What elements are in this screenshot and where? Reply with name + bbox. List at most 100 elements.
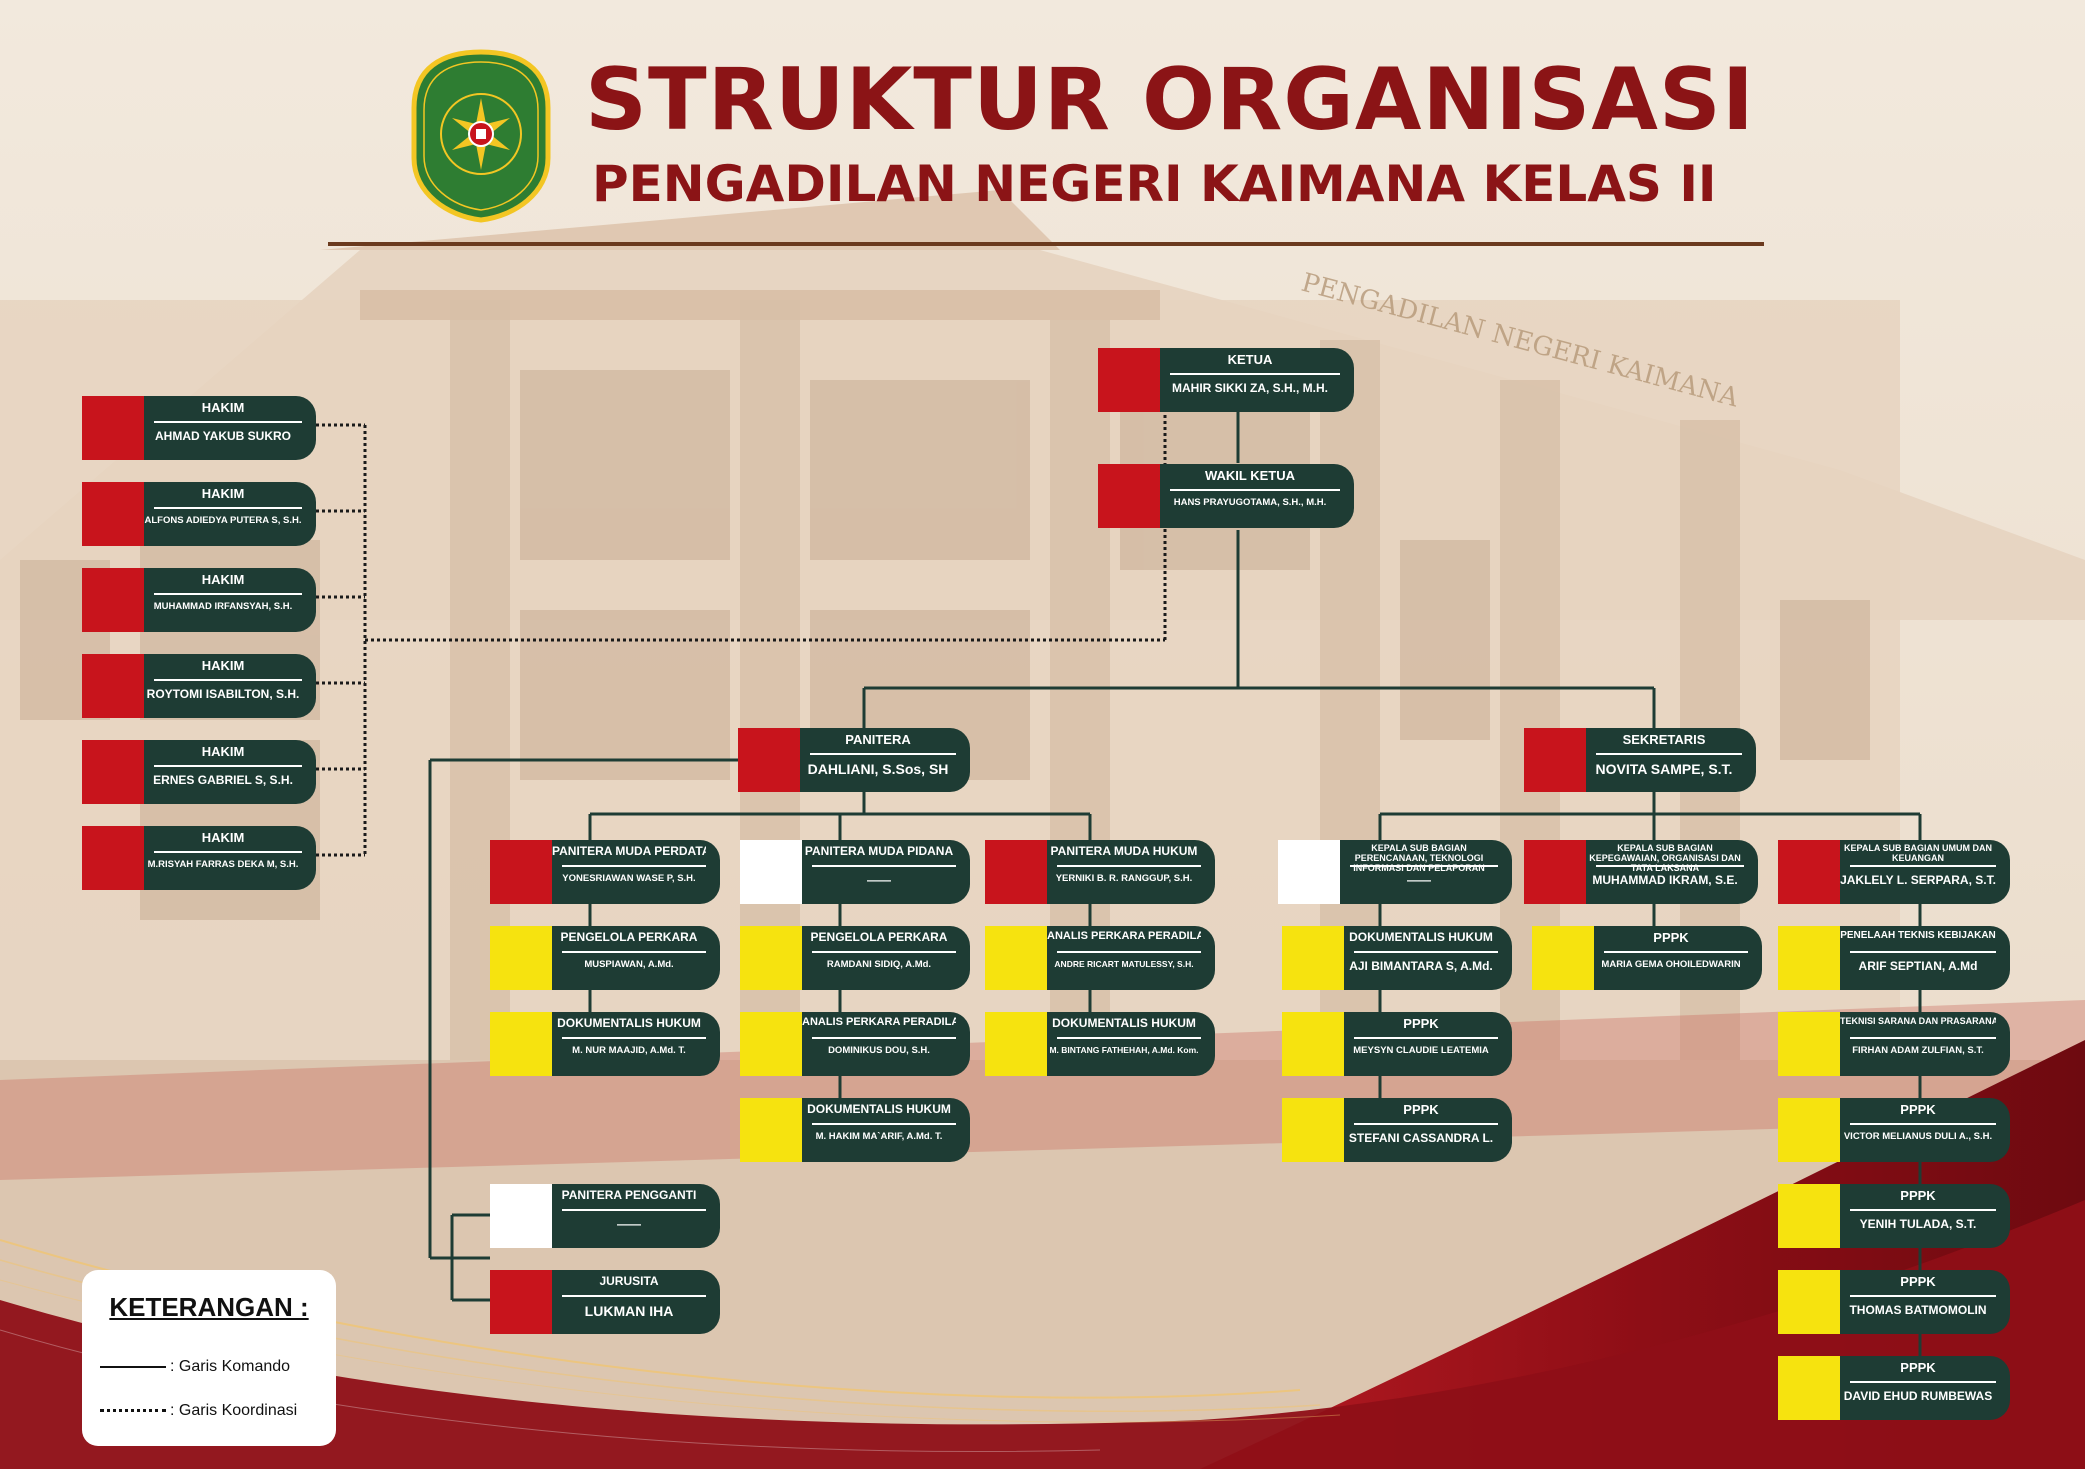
person-photo — [1778, 1270, 1842, 1334]
card-role: DOKUMENTALIS HUKUM — [807, 1102, 951, 1116]
hakim-photo — [82, 482, 146, 546]
card-panitera-muda-hukum: PANITERA MUDA HUKUM YERNIKI B. R. RANGGU… — [985, 840, 1215, 904]
card-wakil-ketua: WAKIL KETUA HANS PRAYUGOTAMA, S.H., M.H. — [1098, 464, 1354, 528]
card-role: PENGELOLA PERKARA — [560, 930, 698, 944]
card-role: PPPK — [1900, 1188, 1936, 1203]
card-name: DAVID EHUD RUMBEWAS — [1843, 1389, 1993, 1403]
wakil-ketua-photo — [1098, 464, 1162, 528]
card-name: MUHAMMAD IRFANSYAH, S.H. — [153, 601, 293, 612]
card-pppk-david: PPPK DAVID EHUD RUMBEWAS — [1778, 1356, 2010, 1420]
card-name: DAHLIANI, S.Sos, SH — [807, 761, 949, 777]
card-name: —— — [867, 873, 891, 887]
card-name: M. HAKIM MA`ARIF, A.Md. T. — [815, 1131, 943, 1142]
card-role: PPPK — [1403, 1102, 1439, 1117]
card-name: M. NUR MAAJID, A.Md. T. — [572, 1045, 686, 1056]
card-name: MUSPIAWAN, A.Md. — [584, 959, 674, 970]
card-name: FIRHAN ADAM ZULFIAN, S.T. — [1852, 1045, 1984, 1056]
card-name: MAHIR SIKKI ZA, S.H., M.H. — [1172, 381, 1328, 395]
card-dokumentalis-hukum: DOKUMENTALIS HUKUM M. BINTANG FATHEHAH, … — [985, 1012, 1215, 1076]
card-role: PPPK — [1900, 1102, 1936, 1117]
card-role: HAKIM — [201, 744, 245, 759]
card-penelaah-teknis: PENELAAH TEKNIS KEBIJAKAN ARIF SEPTIAN, … — [1778, 926, 2010, 990]
card-name: ANDRE RICART MATULESSY, S.H. — [1054, 959, 1194, 969]
person-photo — [985, 926, 1049, 990]
card-role: HAKIM — [201, 830, 245, 845]
card-name: ERNES GABRIEL S, S.H. — [153, 773, 293, 787]
card-pppk-maria: PPPK MARIA GEMA OHOILEDWARIN — [1532, 926, 1762, 990]
card-role: TEKNISI SARANA DAN PRASARANA — [1840, 1016, 1996, 1026]
person-photo — [740, 1012, 804, 1076]
legend-title: KETERANGAN : — [109, 1292, 309, 1322]
card-role: HAKIM — [201, 400, 245, 415]
card-name: YERNIKI B. R. RANGGUP, S.H. — [1055, 873, 1193, 884]
card-name: M. BINTANG FATHEHAH, A.Md. Kom. — [1049, 1045, 1199, 1055]
card-name: LUKMAN IHA — [584, 1303, 674, 1319]
card-role: JURUSITA — [599, 1274, 659, 1288]
card-pppk-thomas: PPPK THOMAS BATMOMOLIN — [1778, 1270, 2010, 1334]
person-photo — [985, 1012, 1049, 1076]
card-name: ALFONS ADIEDYA PUTERA S, S.H. — [144, 515, 302, 526]
card-name: MUHAMMAD IKRAM, S.E. — [1592, 873, 1738, 887]
card-jurusita: JURUSITA LUKMAN IHA — [490, 1270, 720, 1334]
card-name: THOMAS BATMOMOLIN — [1849, 1303, 1987, 1317]
person-photo — [1778, 1184, 1842, 1248]
card-name: YONESRIAWAN WASE P, S.H. — [562, 873, 696, 884]
legend-solid-label: : Garis Komando — [170, 1358, 291, 1375]
card-role: DOKUMENTALIS HUKUM — [1052, 1016, 1196, 1030]
card-hakim-3: HAKIM MUHAMMAD IRFANSYAH, S.H. — [82, 568, 316, 632]
person-photo — [1778, 926, 1842, 990]
card-hakim-6: HAKIM M.RISYAH FARRAS DEKA M, S.H. — [82, 826, 316, 890]
card-role: KETUA — [1227, 352, 1273, 367]
card-role: PANITERA MUDA PIDANA — [804, 844, 954, 858]
hakim-photo — [82, 396, 146, 460]
court-logo — [411, 49, 551, 223]
card-name: ROYTOMI ISABILTON, S.H. — [146, 687, 300, 701]
card-teknisi-sarana: TEKNISI SARANA DAN PRASARANA FIRHAN ADAM… — [1778, 1012, 2010, 1076]
person-photo — [1778, 1098, 1842, 1162]
card-name: YENIH TULADA, S.T. — [1859, 1217, 1977, 1231]
card-name: —— — [617, 1217, 641, 1231]
card-pengelola-perkara-perdata: PENGELOLA PERKARA MUSPIAWAN, A.Md. — [490, 926, 720, 990]
hakim-photo — [82, 568, 146, 632]
card-role: KEPALA SUB BAGIAN PERENCANAAN, TEKNOLOGI… — [1353, 843, 1485, 873]
card-analis-perkara-pidana: ANALIS PERKARA PERADILAN DOMINIKUS DOU, … — [740, 1012, 970, 1076]
card-name: M.RISYAH FARRAS DEKA M, S.H. — [147, 859, 299, 870]
card-role: PANITERA — [845, 732, 911, 747]
card-hakim-2: HAKIM ALFONS ADIEDYA PUTERA S, S.H. — [82, 482, 316, 546]
card-pppk-yenih: PPPK YENIH TULADA, S.T. — [1778, 1184, 2010, 1248]
person-photo — [1524, 840, 1588, 904]
dotted-line-sample — [100, 1409, 166, 1413]
card-name: VICTOR MELIANUS DULI A., S.H. — [1843, 1131, 1993, 1142]
person-photo — [490, 1012, 554, 1076]
card-panitera-muda-pidana: PANITERA MUDA PIDANA —— — [740, 840, 970, 904]
hakim-photo — [82, 740, 146, 804]
person-photo — [740, 926, 804, 990]
card-role: HAKIM — [201, 486, 245, 501]
card-name: ARIF SEPTIAN, A.Md — [1858, 959, 1978, 973]
card-role: PANITERA MUDA PERDATA — [552, 844, 706, 858]
card-name: MEYSYN CLAUDIE LEATEMIA — [1353, 1045, 1489, 1056]
card-name: NOVITA SAMPE, S.T. — [1595, 761, 1733, 777]
card-analis-perkara-hukum: ANALIS PERKARA PERADILAN ANDRE RICART MA… — [985, 926, 1215, 990]
card-role: PENGELOLA PERKARA — [810, 930, 948, 944]
card-pengelola-perkara-pidana: PENGELOLA PERKARA RAMDANI SIDIQ, A.Md. — [740, 926, 970, 990]
card-pppk-victor: PPPK VICTOR MELIANUS DULI A., S.H. — [1778, 1098, 2010, 1162]
person-photo-placeholder — [1278, 840, 1342, 904]
card-ksb-umum: KEPALA SUB BAGIAN UMUM DAN KEUANGAN JAKL… — [1778, 840, 2010, 904]
person-photo — [1282, 1012, 1346, 1076]
person-photo — [1778, 1012, 1842, 1076]
card-sekretaris: SEKRETARIS NOVITA SAMPE, S.T. — [1524, 728, 1756, 792]
person-photo — [490, 926, 554, 990]
card-hakim-4: HAKIM ROYTOMI ISABILTON, S.H. — [82, 654, 316, 718]
card-role: KEPALA SUB BAGIAN KEPEGAWAIAN, ORGANISAS… — [1589, 843, 1741, 873]
person-photo — [740, 1098, 804, 1162]
card-name: JAKLELY L. SERPARA, S.T. — [1840, 873, 1996, 887]
hakim-photo — [82, 826, 146, 890]
title-divider — [328, 242, 1764, 246]
person-photo — [1532, 926, 1596, 990]
card-ketua: KETUA MAHIR SIKKI ZA, S.H., M.H. — [1098, 348, 1354, 412]
card-panitera-muda-perdata: PANITERA MUDA PERDATA YONESRIAWAN WASE P… — [490, 840, 720, 904]
legend-dotted-row: : Garis Koordinasi — [100, 1402, 297, 1420]
